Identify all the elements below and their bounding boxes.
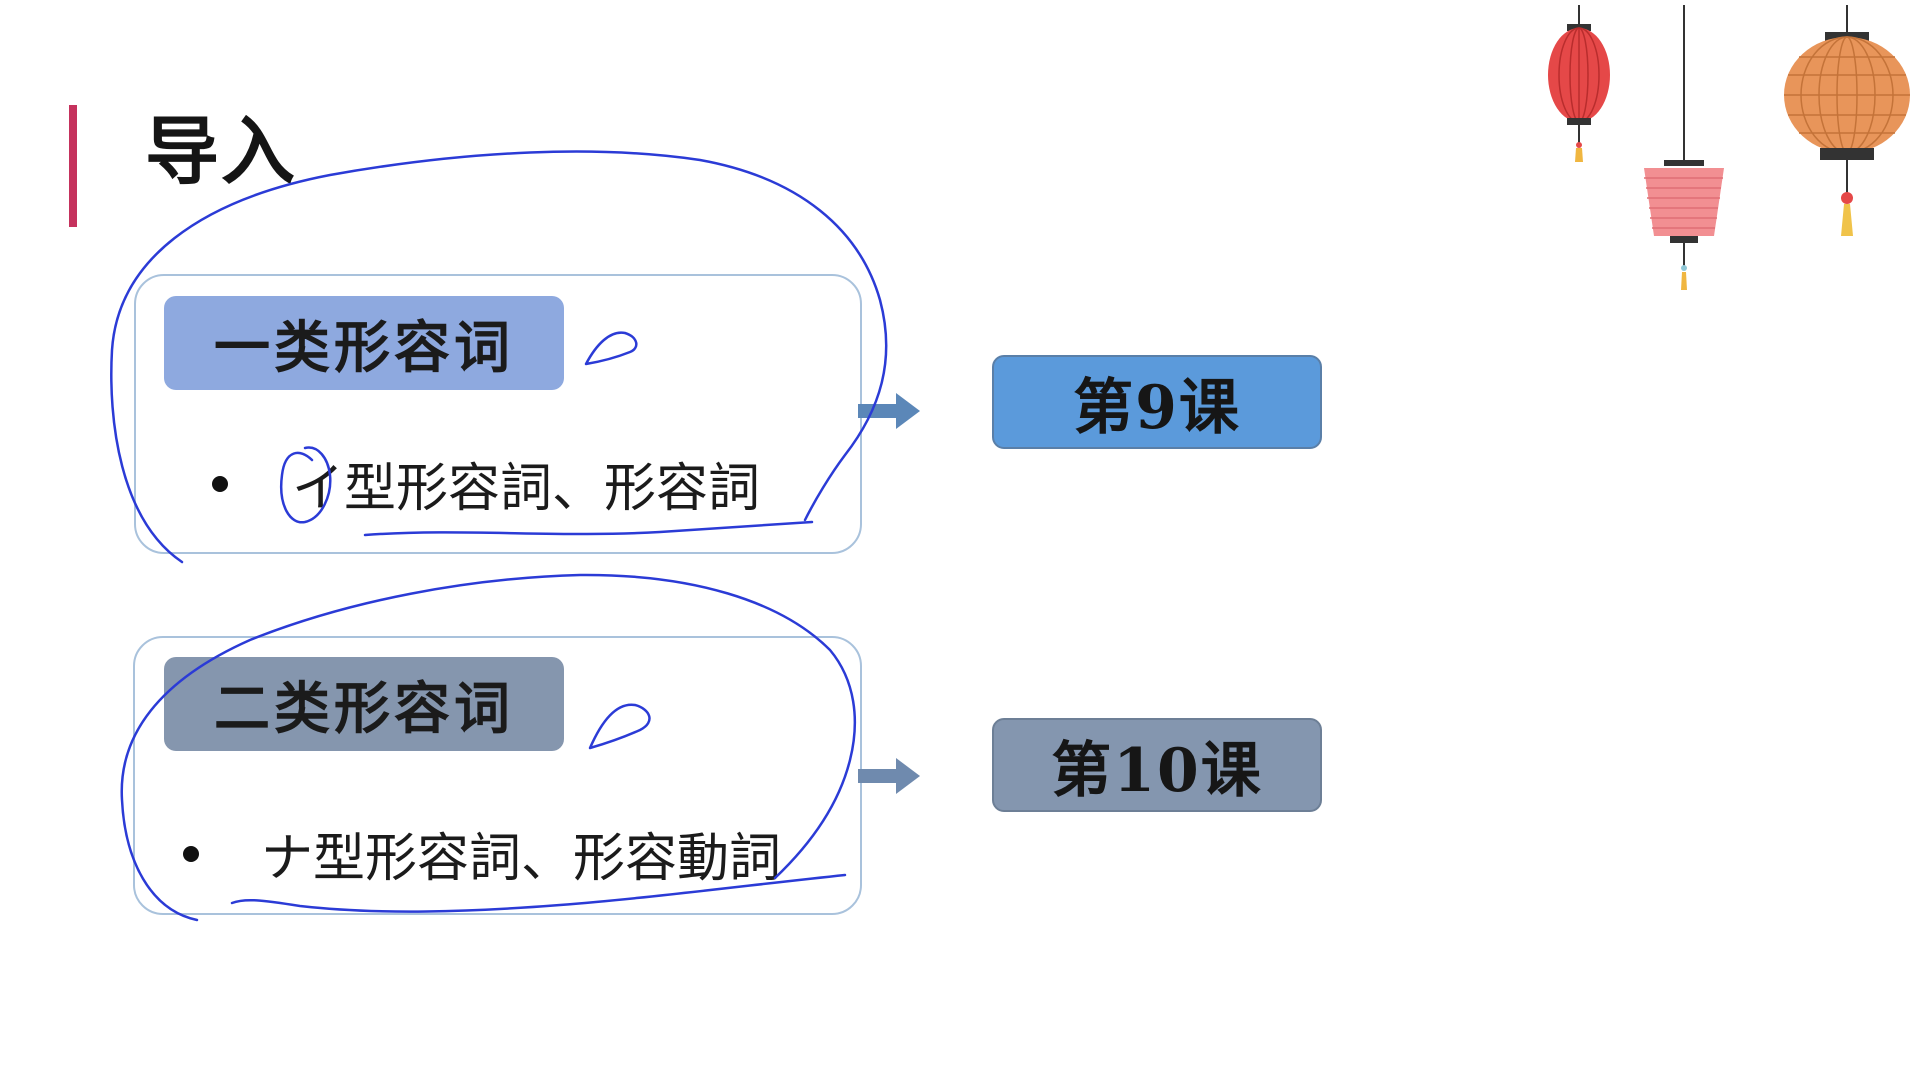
bullet-dot-icon: [212, 475, 228, 492]
arrow-right-icon: [858, 758, 920, 794]
bullet-item-second: ナ型形容詞、形容動詞: [183, 816, 781, 891]
bullet-item-first: イ型形容詞、形容詞: [212, 446, 760, 521]
lantern-decoration: [1548, 5, 1910, 290]
bullet-dot-icon: [183, 845, 199, 862]
slide-title: 导入: [145, 109, 297, 195]
category-pill-second: 二类形容词: [164, 657, 564, 751]
category-pill-first: 一类形容词: [164, 296, 564, 390]
pink-lantern-icon: [1644, 5, 1724, 290]
red-lantern-icon: [1548, 5, 1610, 162]
lesson-9-box: 第9课: [992, 355, 1322, 449]
bullet-text-first: イ型形容詞、形容詞: [292, 459, 761, 519]
title-accent-bar: [69, 105, 77, 227]
arrow-right-icon: [858, 393, 920, 429]
orange-lantern-icon: [1784, 5, 1910, 236]
lesson-10-box: 第10课: [992, 718, 1322, 812]
bullet-text-second: ナ型形容詞、形容動詞: [261, 829, 782, 889]
